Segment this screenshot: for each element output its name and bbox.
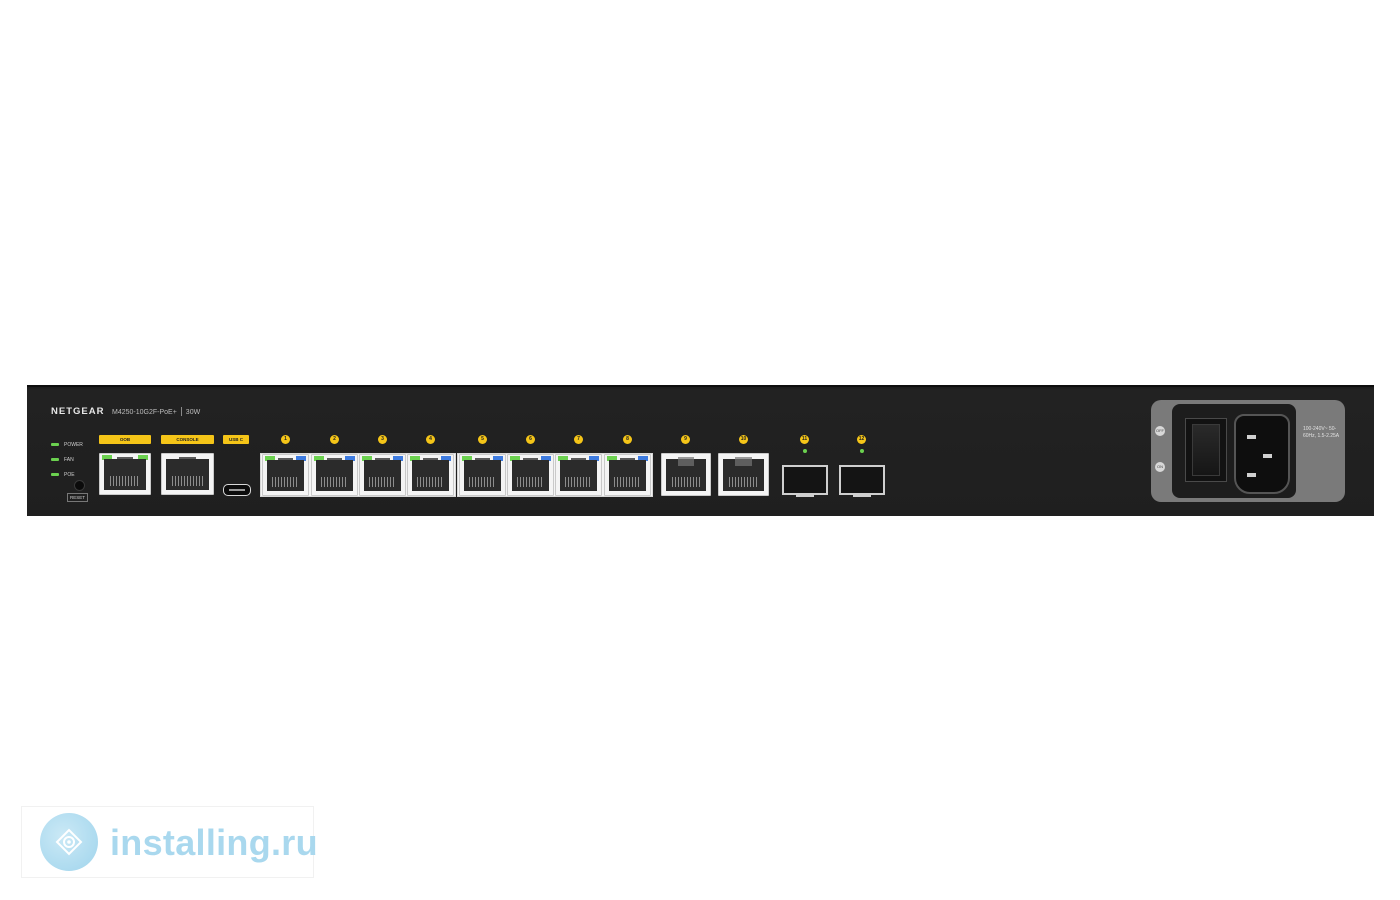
port-number-4: 4 bbox=[426, 435, 435, 444]
oob-link-led bbox=[102, 455, 112, 460]
rj45-jack bbox=[364, 458, 401, 491]
power-off-marker: OFF bbox=[1155, 426, 1165, 436]
port-number-3: 3 bbox=[378, 435, 387, 444]
ethernet-port-4[interactable] bbox=[407, 454, 454, 496]
rj45-jack bbox=[316, 458, 353, 491]
installing-logo-graphic bbox=[55, 828, 83, 856]
status-led-fan: FAN bbox=[51, 452, 83, 467]
model-separator bbox=[180, 407, 182, 416]
ethernet-port-6[interactable] bbox=[507, 454, 554, 496]
status-led-panel: POWER FAN POE bbox=[51, 437, 83, 482]
iec-power-inlet[interactable] bbox=[1234, 414, 1290, 494]
port-number-10: 10 bbox=[739, 435, 748, 444]
model-label: M4250-10G2F-PoE+ 30W bbox=[112, 407, 200, 416]
reset-label: RESET bbox=[67, 493, 89, 502]
link-led bbox=[362, 456, 372, 461]
poe-led bbox=[345, 456, 355, 461]
power-rating-label: 100-240V~ 50-60Hz, 1.5-2.25A bbox=[1303, 426, 1340, 439]
fan-led-label: FAN bbox=[64, 456, 74, 463]
status-led-power: POWER bbox=[51, 437, 83, 452]
console-tag: CONSOLE bbox=[161, 435, 214, 444]
power-budget: 30W bbox=[185, 409, 201, 416]
inlet-pin bbox=[1263, 454, 1272, 458]
watermark: installing.ru bbox=[21, 806, 318, 878]
poe-led bbox=[638, 456, 648, 461]
port-number-8: 8 bbox=[623, 435, 632, 444]
poe-led bbox=[589, 456, 599, 461]
port-number-1: 1 bbox=[281, 435, 290, 444]
link-led bbox=[265, 456, 275, 461]
installing-logo-icon bbox=[40, 813, 98, 871]
rj45-jack bbox=[267, 458, 304, 491]
ethernet-port-8[interactable] bbox=[604, 454, 651, 496]
port-number-7: 7 bbox=[574, 435, 583, 444]
power-inlet-housing bbox=[1172, 404, 1296, 498]
poe-led bbox=[296, 456, 306, 461]
power-module: OFF ON 100-240V~ 50-60Hz, 1.5-2.25A bbox=[1151, 400, 1345, 502]
inlet-pin bbox=[1247, 435, 1256, 439]
rj45-jack bbox=[412, 458, 449, 491]
sfp-port-11[interactable] bbox=[782, 465, 828, 497]
ethernet-port-1[interactable] bbox=[262, 454, 309, 496]
sfp-port-12[interactable] bbox=[839, 465, 885, 497]
usb-tag: USB C bbox=[223, 435, 249, 444]
rj45-jack bbox=[609, 458, 646, 491]
rj45-jack bbox=[104, 457, 146, 490]
fan-led bbox=[51, 458, 59, 461]
model-number: M4250-10G2F-PoE+ bbox=[112, 409, 177, 416]
watermark-text: installing.ru bbox=[110, 822, 318, 863]
console-port[interactable] bbox=[161, 453, 214, 495]
power-on-marker: ON bbox=[1155, 462, 1165, 472]
inlet-pin bbox=[1247, 473, 1256, 477]
link-led bbox=[314, 456, 324, 461]
ethernet-port-7[interactable] bbox=[555, 454, 602, 496]
link-led bbox=[410, 456, 420, 461]
port-number-6: 6 bbox=[526, 435, 535, 444]
power-rocker-switch[interactable] bbox=[1185, 418, 1227, 482]
rj45-jack bbox=[666, 457, 706, 491]
port-number-5: 5 bbox=[478, 435, 487, 444]
poe-led bbox=[441, 456, 451, 461]
oob-port[interactable] bbox=[99, 453, 151, 495]
poe-led bbox=[493, 456, 503, 461]
rj45-jack bbox=[723, 457, 764, 491]
link-led bbox=[607, 456, 617, 461]
poe-led bbox=[393, 456, 403, 461]
ethernet-port-3[interactable] bbox=[359, 454, 406, 496]
rj45-jack bbox=[166, 457, 209, 490]
power-led bbox=[51, 443, 59, 446]
port-number-11: 11 bbox=[800, 435, 809, 444]
poe-led bbox=[541, 456, 551, 461]
reset-button[interactable] bbox=[74, 480, 85, 491]
ethernet-port-5[interactable] bbox=[459, 454, 506, 496]
brand-logo: NETGEAR bbox=[51, 406, 105, 417]
rj45-jack bbox=[512, 458, 549, 491]
link-led bbox=[462, 456, 472, 461]
status-led-poe: POE bbox=[51, 467, 83, 482]
sfp-11-led bbox=[803, 449, 807, 453]
port-number-2: 2 bbox=[330, 435, 339, 444]
power-led-label: POWER bbox=[64, 441, 83, 448]
link-led bbox=[510, 456, 520, 461]
rj45-jack bbox=[560, 458, 597, 491]
oob-tag: OOB bbox=[99, 435, 151, 444]
poe-led-label: POE bbox=[64, 471, 75, 478]
poe-led bbox=[51, 473, 59, 476]
link-led bbox=[558, 456, 568, 461]
sfp-12-led bbox=[860, 449, 864, 453]
ethernet-port-9[interactable] bbox=[661, 453, 711, 496]
ethernet-port-10[interactable] bbox=[718, 453, 769, 496]
port-number-12: 12 bbox=[857, 435, 866, 444]
network-switch-front-panel: NETGEAR M4250-10G2F-PoE+ 30W POWER FAN PO… bbox=[27, 385, 1374, 516]
oob-activity-led bbox=[138, 455, 148, 460]
rj45-jack bbox=[464, 458, 501, 491]
usb-c-port[interactable] bbox=[223, 484, 251, 496]
port-number-9: 9 bbox=[681, 435, 690, 444]
ethernet-port-2[interactable] bbox=[311, 454, 358, 496]
